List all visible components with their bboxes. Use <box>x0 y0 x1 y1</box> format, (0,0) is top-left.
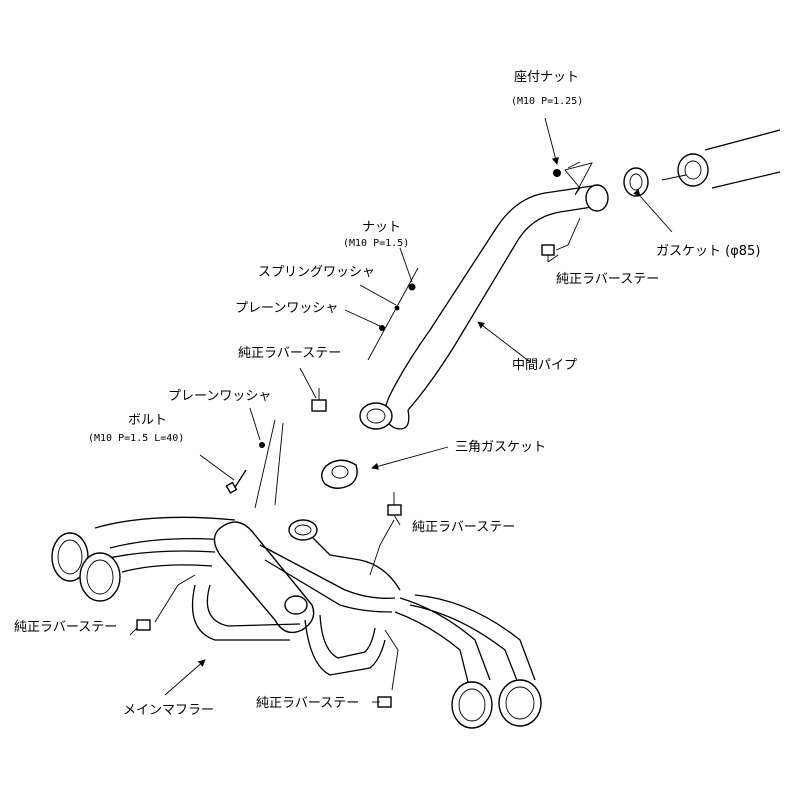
label-gasket: ガスケット (φ85) <box>656 244 760 259</box>
rubber-stay-right-part <box>541 244 555 262</box>
rubber-stay-left-part <box>136 574 196 631</box>
rubber-stay-bottom-part <box>377 629 399 708</box>
rubber-stay-top-part <box>311 388 327 412</box>
front-pipe <box>661 129 781 189</box>
label-bolt: ボルト <box>128 413 167 428</box>
label-seat-nut: 座付ナット <box>514 70 579 85</box>
label-nut-spec: (M10 P=1.5) <box>343 238 409 249</box>
label-plain-washer-top: プレーンワッシャ <box>235 301 338 316</box>
leader-lines <box>129 117 673 703</box>
gasket-ring <box>623 167 649 197</box>
label-rubber-stay-top: 純正ラバーステー <box>238 346 341 361</box>
label-plain-washer-mid: プレーンワッシャ <box>168 389 271 404</box>
label-rubber-stay-mid-right: 純正ラバーステー <box>412 520 515 535</box>
label-main-muffler: メインマフラー <box>123 703 214 718</box>
nut-stack <box>367 267 419 361</box>
main-muffler-part <box>51 516 542 729</box>
label-nut: ナット <box>362 220 401 235</box>
center-pipe-part <box>359 162 609 430</box>
rubber-stay-mid-right-part <box>369 492 402 576</box>
label-seat-nut-spec: (M10 P=1.25) <box>511 96 583 107</box>
bolt-part <box>225 419 284 509</box>
triangle-gasket-part <box>321 459 358 489</box>
label-rubber-stay-right: 純正ラバーステー <box>556 272 659 287</box>
label-rubber-stay-bottom: 純正ラバーステー <box>256 696 359 711</box>
label-tri-gasket: 三角ガスケット <box>455 440 546 455</box>
label-bolt-spec: (M10 P=1.5 L=40) <box>88 433 184 444</box>
label-center-pipe: 中間パイプ <box>512 358 577 373</box>
label-spring-washer: スプリングワッシャ <box>258 265 375 280</box>
seat-nut-part <box>553 161 581 177</box>
label-rubber-stay-left: 純正ラバーステー <box>14 620 117 635</box>
